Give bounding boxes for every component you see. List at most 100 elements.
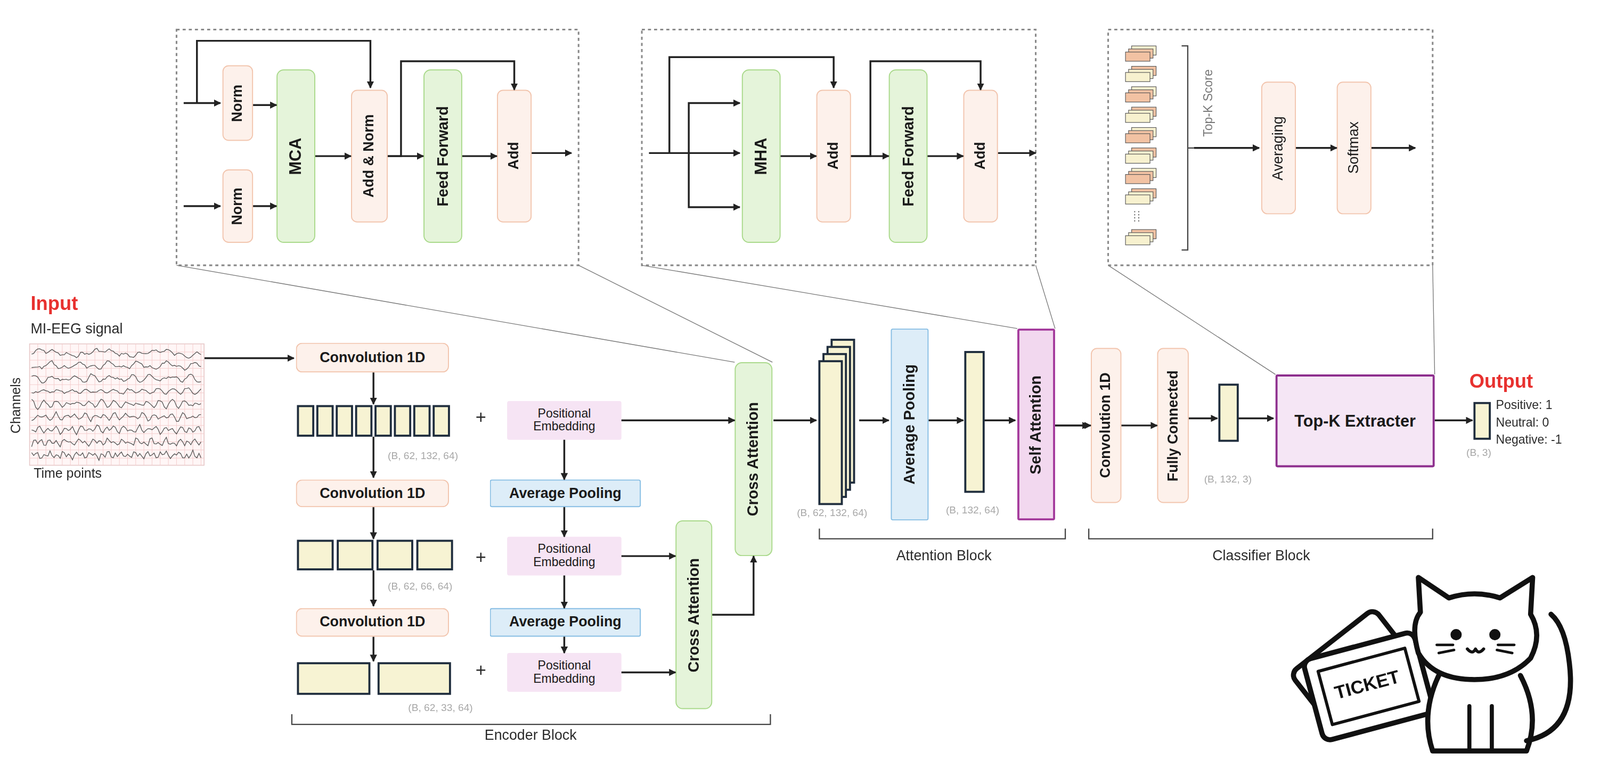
attention-box: Cross Attention — [675, 520, 713, 709]
feature-block — [417, 540, 453, 570]
pooling-box: Average Pooling — [890, 328, 929, 521]
eeg-grid — [29, 392, 205, 394]
cat-eye — [1452, 631, 1459, 638]
group-brackets — [291, 528, 1433, 725]
eeg-grid — [53, 344, 55, 466]
process-box: Averaging — [1261, 81, 1296, 215]
eeg-grid — [200, 344, 202, 466]
arrow-connector — [563, 439, 566, 480]
arrow-connector — [387, 61, 515, 157]
leader-line — [1432, 265, 1435, 375]
text-label: Negative: -1 — [1496, 433, 1563, 447]
arrow-connector — [712, 556, 754, 615]
group-bracket — [291, 714, 771, 725]
eeg-grid — [127, 344, 128, 466]
text-label: Top-K Score — [1202, 69, 1216, 137]
eeg-trace — [31, 437, 201, 447]
eeg-trace — [31, 424, 201, 435]
box-text: Convolution 1D — [1098, 372, 1114, 479]
feature-block — [414, 405, 430, 436]
flow-arrow — [1237, 417, 1274, 420]
score-box — [1125, 113, 1150, 123]
process-box: Convolution 1D — [296, 343, 450, 373]
eeg-grid — [29, 417, 205, 418]
cat-eye — [1491, 631, 1498, 638]
box-text: Convolution 1D — [319, 485, 426, 502]
box-text: Add & Norm — [361, 114, 378, 198]
attention-box: Self Attention — [1017, 328, 1056, 521]
flow-arrow — [183, 102, 221, 104]
arrow-connector — [563, 636, 566, 653]
flow-arrow — [372, 372, 374, 404]
feature-block — [394, 405, 411, 436]
eeg-grid — [29, 384, 205, 386]
eeg-trace — [31, 399, 201, 410]
eeg-trace — [31, 360, 201, 371]
text-label: Encoder Block — [484, 727, 577, 744]
text-label: + — [475, 407, 487, 429]
attention-box: Feed Forward — [888, 69, 928, 243]
eeg-grid — [192, 344, 194, 466]
box-text: Add — [825, 142, 842, 170]
arrow-connector — [252, 205, 277, 207]
eeg-grid — [135, 344, 136, 466]
eeg-grid — [29, 360, 205, 361]
arrow-connector — [621, 419, 736, 422]
group-bracket — [819, 528, 1066, 539]
feature-block — [356, 405, 372, 436]
cat-body — [1427, 675, 1533, 751]
flow-arrow — [1055, 424, 1089, 427]
eeg-grid — [102, 344, 104, 466]
eeg-trace — [31, 387, 201, 395]
inset-panel — [1108, 29, 1433, 266]
eeg-grid — [94, 344, 96, 466]
arrow-connector — [780, 154, 817, 157]
box-text: Averaging — [1270, 116, 1287, 181]
text-label: (B, 132, 3) — [1204, 473, 1252, 485]
box-text: Positional Embedding — [514, 406, 615, 435]
eeg-trace — [31, 450, 201, 461]
eeg-grid — [119, 344, 120, 466]
text-label: Attention Block — [896, 548, 992, 564]
box-text: Average Pooling — [509, 485, 622, 502]
cat-mouth — [1467, 648, 1484, 652]
process-box: Norm — [222, 65, 253, 142]
eeg-trace — [31, 348, 201, 359]
eeg-traces — [29, 344, 205, 466]
text-label: (B, 62, 66, 64) — [387, 580, 453, 592]
arrow-connector — [387, 154, 424, 157]
arrow-connector — [1295, 147, 1337, 149]
process-box: Norm — [222, 169, 253, 243]
output-bar — [1474, 403, 1490, 439]
leader-line — [176, 265, 735, 363]
flow-arrow — [372, 507, 374, 539]
eeg-trace — [31, 373, 201, 383]
pooling-box: Average Pooling — [490, 479, 642, 508]
flow-arrow — [688, 102, 740, 153]
eeg-grid — [176, 344, 177, 466]
ticket-inner — [1318, 648, 1420, 725]
feature-block — [378, 663, 451, 694]
eeg-grid — [159, 344, 161, 466]
text-label: Output — [1469, 371, 1533, 393]
inset-panel — [641, 29, 1036, 266]
flow-arrow — [983, 419, 1016, 422]
eeg-grid — [45, 344, 47, 466]
eeg-trace — [31, 411, 201, 422]
box-text: Cross Attention — [685, 557, 703, 672]
feature-block — [317, 405, 333, 436]
feature-bar — [1219, 384, 1238, 441]
arrow-connector — [621, 554, 676, 557]
feature-block — [375, 405, 391, 436]
score-dots — [1134, 211, 1139, 222]
eeg-grid — [61, 344, 63, 466]
leader-line — [641, 265, 1018, 329]
text-label: (B, 62, 33, 64) — [407, 701, 473, 714]
text-label: (B, 3) — [1466, 446, 1492, 459]
inset-panel — [176, 29, 579, 266]
box-text: MCA — [287, 137, 306, 175]
eeg-grid — [184, 344, 185, 466]
arrow-connector — [621, 671, 676, 674]
pooling-box: Average Pooling — [490, 608, 642, 638]
